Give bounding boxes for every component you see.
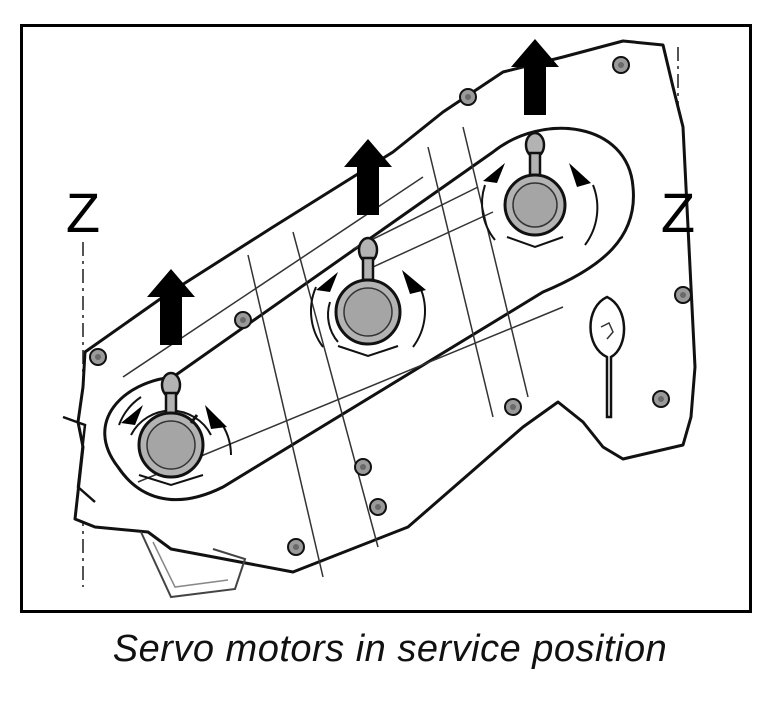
figure-caption: Servo motors in service position (112, 628, 668, 670)
drive-belt (103, 126, 635, 502)
diagram-frame: Z Z (20, 24, 752, 613)
left-notch (62, 415, 96, 503)
servo-motor-3 (481, 131, 599, 249)
keyhole-slot (589, 295, 626, 419)
bracket-foot (140, 531, 247, 599)
servo-motor-1 (118, 371, 232, 487)
servo-motor-2 (309, 236, 427, 358)
z-axis-left-label: Z (66, 181, 100, 244)
z-axis-right-label: Z (661, 181, 695, 244)
servo-diagram: Z Z (62, 39, 697, 599)
